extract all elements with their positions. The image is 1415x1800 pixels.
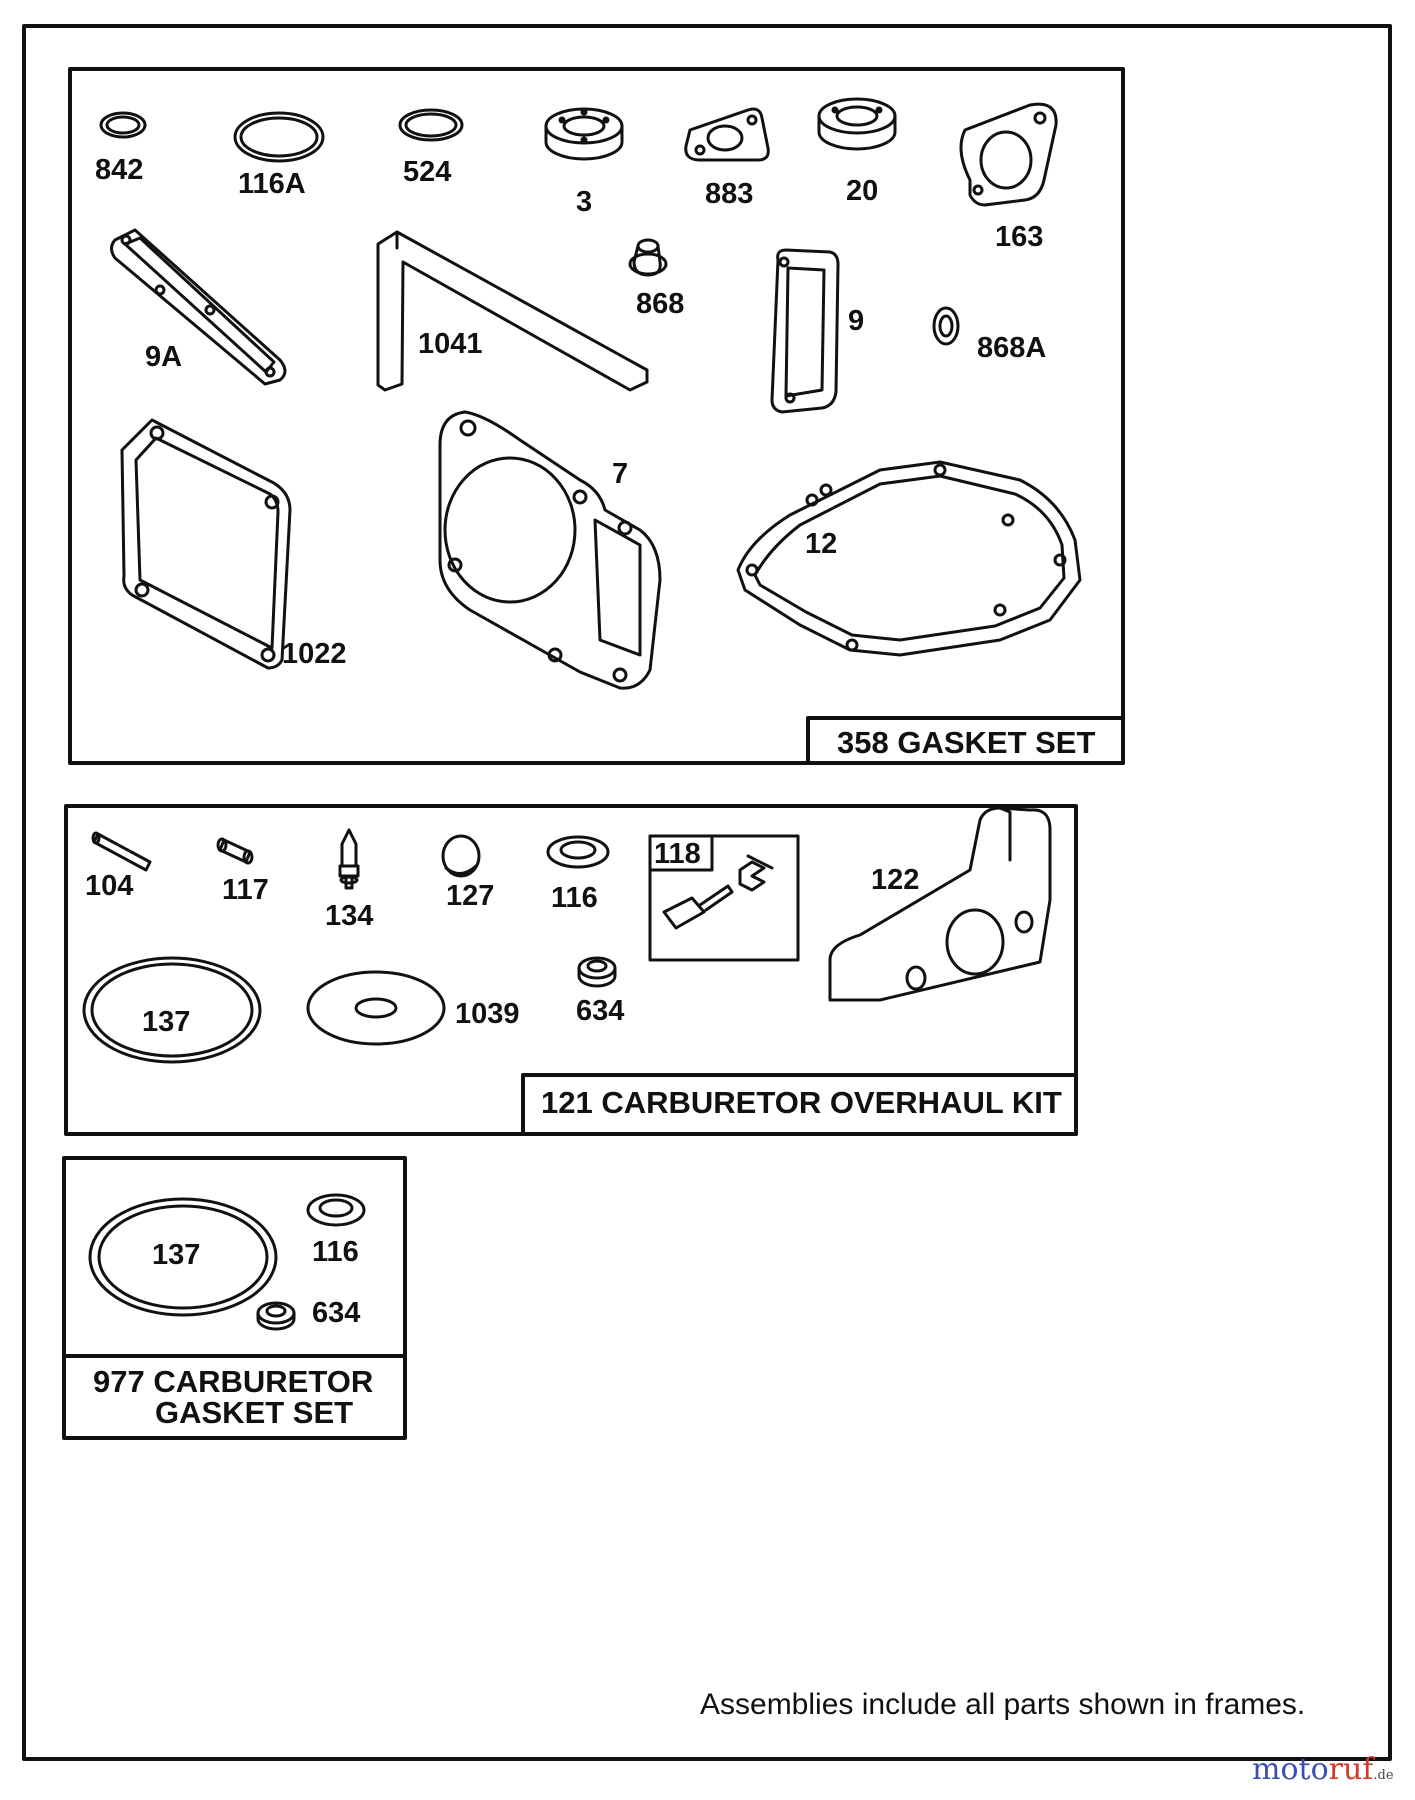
part-116-drawing [546,835,610,869]
part-117-drawing [216,837,254,865]
part-label-134: 134 [325,900,374,932]
part-label-634: 634 [576,995,625,1027]
part-label-1041: 1041 [418,328,483,360]
part-883-drawing [684,107,770,162]
part-label-163: 163 [995,221,1044,253]
part-137-drawing [82,956,262,1064]
part-137b-drawing [88,1197,278,1317]
part-label-3: 3 [576,186,593,218]
part-118-drawing [662,854,774,930]
part-127-drawing [441,834,481,878]
outer-frame [22,24,1392,1761]
part-label-9: 9 [848,305,865,337]
carb-gasket-title-line2: GASKET SET [155,1395,354,1430]
part-634-drawing [577,956,617,988]
part-1041-drawing [376,230,649,392]
part-label-868: 868 [636,288,685,320]
carb-overhaul-title: 121 CARBURETOR OVERHAUL KIT [541,1085,1062,1120]
part-868-drawing [628,238,668,277]
part-label-868A: 868A [977,332,1047,364]
part-label-137: 137 [142,1006,191,1038]
part-label-116A: 116A [238,168,306,200]
carb-gasket-title-line1: 977 CARBURETOR [93,1364,374,1399]
part-116b-drawing [306,1193,366,1227]
carb-gasket-frame [62,1156,407,1440]
part-104-drawing [91,831,152,872]
part-122-drawing [828,806,1052,1002]
part-label-883: 883 [705,178,754,210]
part-label-20: 20 [846,175,879,207]
part-163-drawing [959,102,1058,207]
part-868A-drawing [932,306,960,346]
part-9A-drawing [110,228,287,386]
assemblies-footnote: Assemblies include all parts shown in fr… [700,1688,1306,1721]
part-label-12: 12 [805,528,838,560]
part-118-frame [648,834,800,962]
part-label-122: 122 [871,864,920,896]
part-20-drawing [817,97,897,151]
part-label-634b: 634 [312,1297,361,1329]
watermark-tld: .de [1373,1768,1394,1783]
part-3-drawing [544,107,624,161]
part-12-drawing [736,460,1082,657]
gasket-set-title-box [806,716,1125,765]
gasket-set-frame [68,67,1125,765]
part-116A-drawing [233,111,325,163]
part-label-1022: 1022 [282,638,347,670]
part-524-drawing [398,108,464,142]
watermark-logo: motoruf.de [1252,1752,1394,1787]
part-label-104: 104 [85,870,134,902]
part-label-127: 127 [446,880,495,912]
part-label-842: 842 [95,154,144,186]
part-9-drawing [770,248,840,414]
part-label-7: 7 [612,458,629,490]
part-634b-drawing [256,1301,296,1331]
part-label-137b: 137 [152,1239,201,1271]
part-label-116b: 116 [312,1236,359,1268]
watermark-text: motoruf [1252,1752,1374,1787]
part-label-1039: 1039 [455,998,520,1030]
part-1022-drawing [120,418,292,670]
part-842-drawing [99,111,147,139]
part-7-drawing [438,410,662,690]
part-134-drawing [338,828,360,890]
part-label-524: 524 [403,156,452,188]
part-label-118: 118 [654,838,701,870]
gasket-set-title: 358 GASKET SET [837,725,1096,760]
part-label-116: 116 [551,882,598,914]
part-118-label-box [648,834,714,872]
part-label-9A: 9A [145,341,183,373]
carb-overhaul-title-box [521,1073,1078,1136]
part-label-117: 117 [222,874,269,906]
part-1039-drawing [306,970,446,1046]
